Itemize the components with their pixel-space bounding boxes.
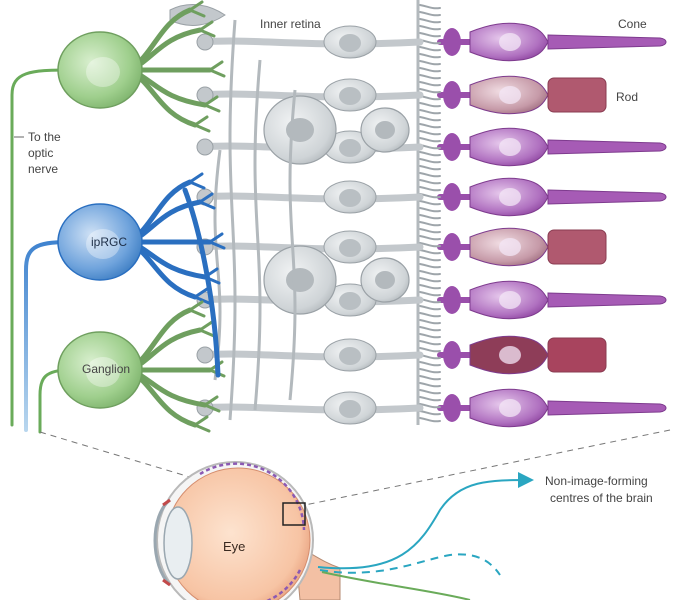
cone-outer-segment <box>547 292 667 308</box>
ganglion-layer <box>57 0 226 433</box>
rod-label: Rod <box>616 90 638 104</box>
ganglion-cell-bottom-nucleus <box>86 357 120 387</box>
iprgc-label: ipRGC <box>91 235 127 249</box>
iprgc-dendrite <box>182 187 221 378</box>
bipolar-cell <box>196 338 424 372</box>
bipolar-cell <box>196 180 424 214</box>
rod-cell <box>437 227 607 267</box>
cone-outer-segment <box>547 189 667 205</box>
ganglion-cell-top-nucleus <box>86 57 120 87</box>
optic-nerve-label: To the optic nerve <box>14 130 61 176</box>
eye-cornea <box>153 498 172 587</box>
rod-cell <box>437 335 607 375</box>
rod-outer-segment <box>547 337 607 373</box>
amacrine-cell <box>360 257 410 303</box>
cone-cell <box>437 388 667 428</box>
rod-outer-segment <box>547 77 607 113</box>
cone-cell <box>437 127 667 167</box>
ganglion-cell-top-soma <box>57 31 143 109</box>
cone-cell <box>437 177 667 217</box>
rod-cell <box>437 75 607 115</box>
iprgc-cell-nucleus <box>86 229 120 259</box>
cone-outer-segment <box>547 400 667 416</box>
green-projection <box>321 571 471 601</box>
dashed-projection <box>319 553 501 576</box>
amacrine-cell <box>360 107 410 153</box>
bipolar-cell <box>196 25 424 59</box>
ganglion-label: Ganglion <box>82 362 130 376</box>
eye-section: Eye Non-image-forming centres of the bra… <box>39 429 671 605</box>
cone-label: Cone <box>618 17 647 31</box>
iprgc-cell-soma <box>57 203 143 281</box>
bipolar-cell <box>196 78 424 112</box>
bipolar-cell <box>196 391 424 425</box>
optic-nerve-label-line1: To the <box>28 130 61 144</box>
nif-label-line2: centres of the brain <box>550 491 653 505</box>
eye-lens <box>163 506 193 580</box>
inner-retina-label: Inner retina <box>260 17 321 31</box>
optic-nerve-label-line2: optic <box>28 146 53 160</box>
iprgc-cell <box>57 172 226 305</box>
ganglion-cell-bottom-soma <box>57 331 143 409</box>
dendrite <box>253 59 262 411</box>
cone-outer-segment <box>547 34 667 50</box>
inner-retina-layer <box>169 0 441 425</box>
nif-label-line1: Non-image-forming <box>545 474 648 488</box>
dendrite <box>213 149 222 381</box>
zoom-line-right <box>304 429 671 506</box>
ganglion-cell-top <box>57 0 226 133</box>
dendrite <box>288 89 297 401</box>
amacrine-cell <box>263 245 337 315</box>
cone-outer-segment <box>547 139 667 155</box>
cone-cell <box>437 22 667 62</box>
photoreceptor-layer <box>437 22 667 428</box>
eye-iris <box>162 498 171 587</box>
zoom-box <box>282 502 306 526</box>
ganglion-cell-bottom <box>57 300 226 433</box>
rod-outer-segment <box>547 229 607 265</box>
amacrine-cell <box>263 95 337 165</box>
amacrine-cap <box>169 4 226 26</box>
dendrite <box>228 19 237 421</box>
cone-cell <box>437 280 667 320</box>
optic-nerve-label-line3: nerve <box>28 162 58 176</box>
eye-retina-arc <box>199 462 306 531</box>
eye-label: Eye <box>223 539 245 554</box>
nif-projection-arrow <box>317 472 534 570</box>
